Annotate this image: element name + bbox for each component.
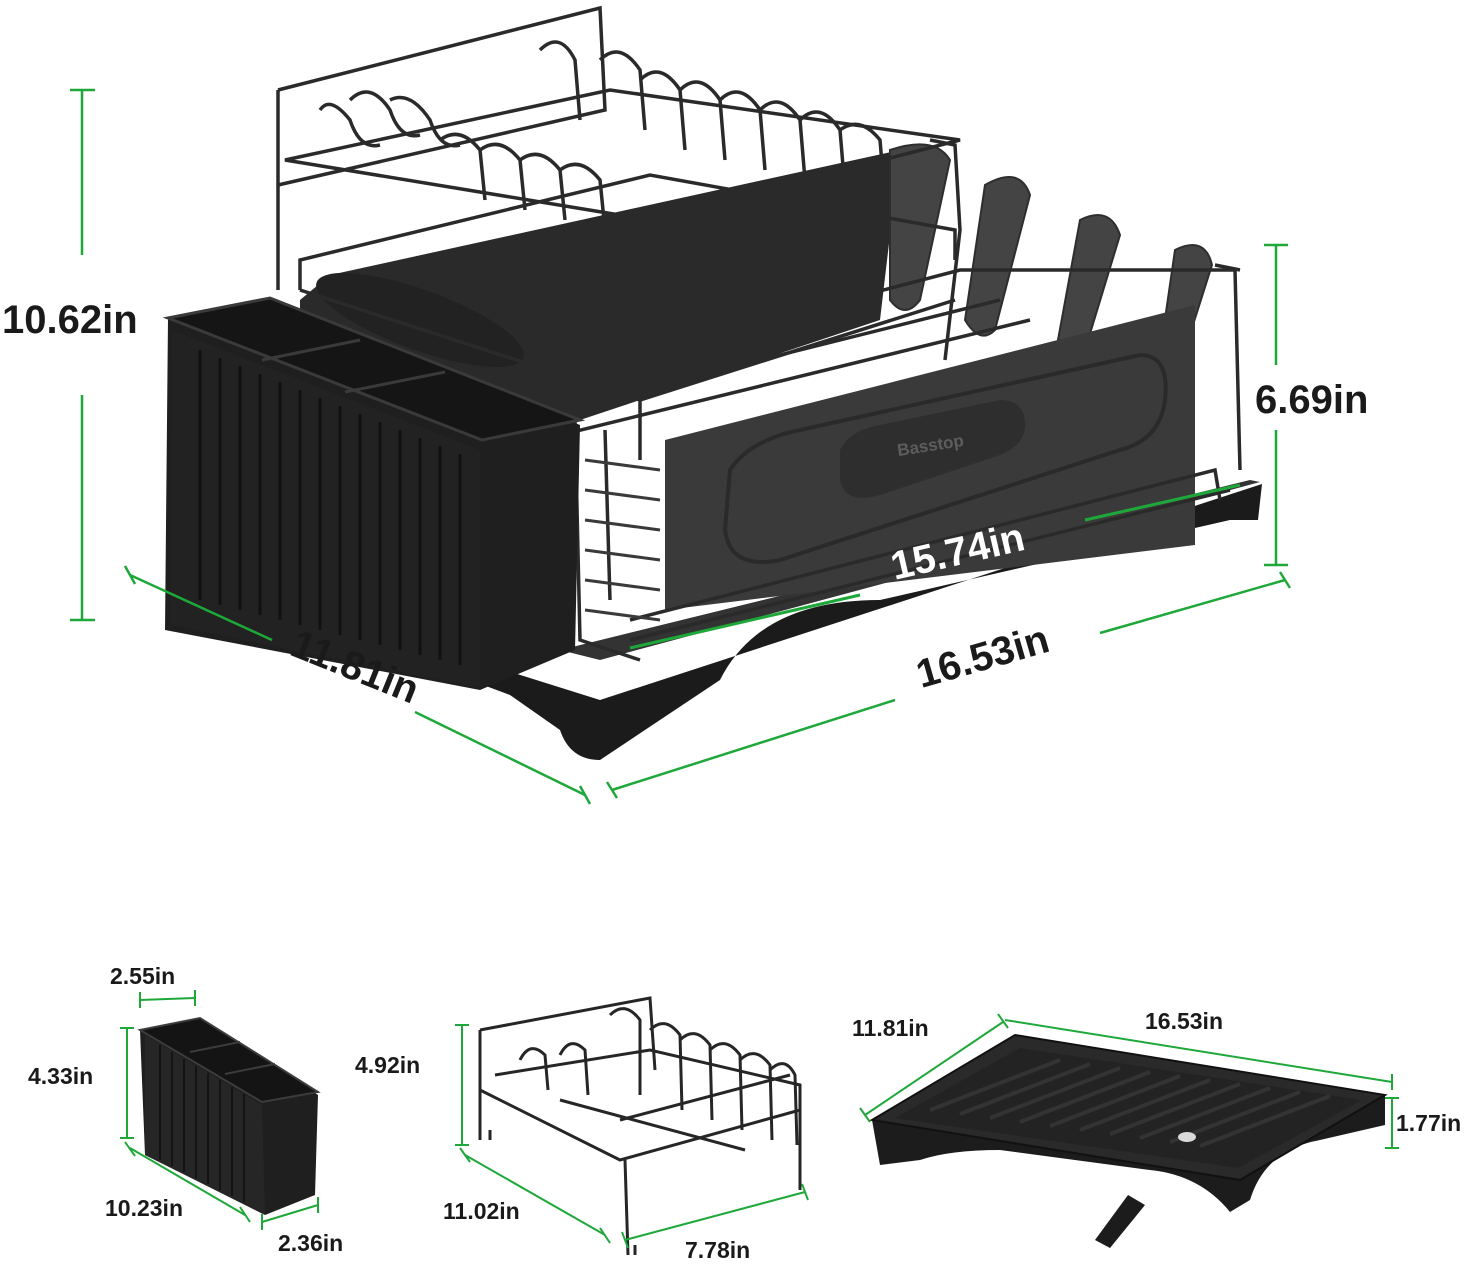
drain-tray-dimension-lines xyxy=(859,1013,1399,1149)
label-main-side-height: 6.69in xyxy=(1255,378,1369,422)
plate-rack-dimension-lines xyxy=(455,1024,809,1249)
label-plate-rack-height: 4.92in xyxy=(355,1052,421,1078)
label-tray-length: 16.53in xyxy=(1145,1008,1223,1034)
label-holder-length: 10.23in xyxy=(105,1195,183,1221)
utensil-holder-dimension-lines xyxy=(120,990,319,1230)
label-holder-width: 2.55in xyxy=(110,963,176,989)
main-utensil-caddy xyxy=(162,296,586,690)
utensil-holder-part xyxy=(137,1016,321,1215)
lower-wire-rack xyxy=(499,138,1242,662)
upper-wire-rack xyxy=(276,5,961,460)
label-main-height: 10.62in xyxy=(2,298,138,342)
drain-tray-part xyxy=(869,1033,1388,1248)
label-tray-depth: 11.81in xyxy=(852,1015,929,1041)
label-holder-depth: 2.36in xyxy=(278,1230,344,1256)
label-tray-height: 1.77in xyxy=(1396,1110,1462,1136)
label-plate-rack-width: 7.78in xyxy=(685,1237,751,1263)
label-holder-height: 4.33in xyxy=(28,1063,94,1089)
main-dish-rack xyxy=(162,5,1262,760)
label-plate-rack-length: 11.02in xyxy=(443,1198,520,1224)
main-dimension-lines xyxy=(70,88,1292,805)
plate-rack-part xyxy=(478,996,802,1256)
